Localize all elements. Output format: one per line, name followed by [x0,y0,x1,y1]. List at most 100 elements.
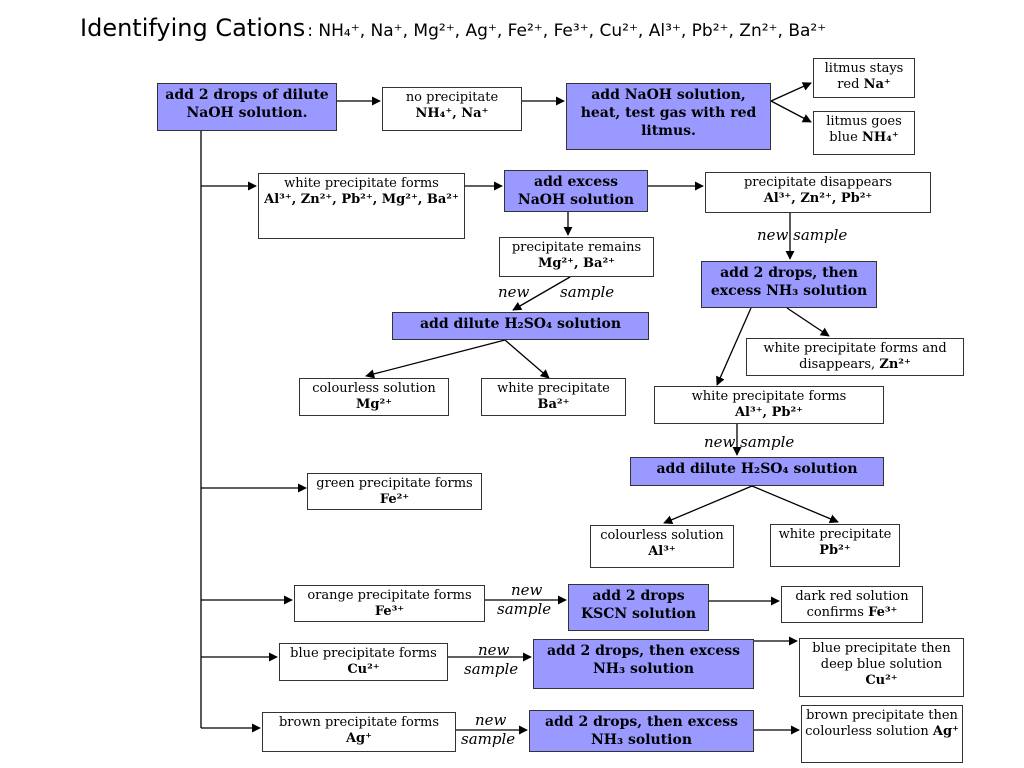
result-magnesium-text: colourless solution [312,381,436,396]
title-main: Identifying Cations [80,14,306,42]
page-title: Identifying Cations: NH₄⁺, Na⁺, Mg²⁺, Ag… [80,14,826,42]
result-precipitate-remains: precipitate remains Mg²⁺, Ba²⁺ [499,237,654,277]
result-silver-text: brown precipitate then colourless soluti… [805,708,959,740]
iron-iii-confirm-label: dark red solution confirms [795,589,909,620]
result-blue-precipitate-text: blue precipitate forms [290,646,437,661]
step-excess-nh3-ag: add 2 drops, then excess NH₃ solution [529,710,754,752]
result-no-precipitate: no precipitate NH₄⁺, Na⁺ [382,87,522,131]
result-copper-text: blue precipitate then deep blue solution [812,641,951,672]
result-lead-text: white precipitate [778,527,892,542]
step-add-dilute-naoh-text: add 2 drops of dilute NaOH solution. [165,87,329,121]
result-lead-ions: Pb²⁺ [819,543,851,558]
note-new-3-text: new [478,641,510,659]
note-new-4-text: new [475,711,507,729]
result-white-precipitate-alpb: white precipitate forms Al³⁺, Pb²⁺ [654,386,884,424]
result-green-precipitate: green precipitate forms Fe²⁺ [307,473,482,510]
result-green-precipitate-text: green precipitate forms [316,476,473,491]
result-iron-iii-confirm-text: dark red solution confirms Fe³⁺ [785,589,919,621]
step-excess-nh3-alznpb-text: add 2 drops, then excess NH₃ solution [710,265,868,299]
title-cation-list: : NH₄⁺, Na⁺, Mg²⁺, Ag⁺, Fe²⁺, Fe³⁺, Cu²⁺… [307,21,827,41]
step-excess-naoh: add excess NaOH solution [504,170,648,212]
result-no-precipitate-ions: NH₄⁺, Na⁺ [415,106,489,121]
result-white-precipitate-alpb-ions: Al³⁺, Pb²⁺ [734,405,804,420]
result-orange-precipitate-ions: Fe³⁺ [374,604,405,619]
result-aluminium-ions: Al³⁺ [648,544,676,559]
result-litmus-blue: litmus goes blue NH₄⁺ [813,111,915,155]
note-new-1-text: new [498,283,530,301]
result-brown-precipitate-ions: Ag⁺ [345,731,373,746]
note-new-4: new [475,711,506,729]
note-new-sample-1-text: new sample [757,226,848,244]
step-excess-nh3-cu-text: add 2 drops, then excess NH₃ solution [546,643,741,677]
step-kscn-text: add 2 drops KSCN solution [580,588,697,622]
result-blue-precipitate: blue precipitate forms Cu²⁺ [279,643,448,681]
result-orange-precipitate: orange precipitate forms Fe³⁺ [294,585,485,622]
result-silver: brown precipitate then colourless soluti… [801,705,963,763]
step-dilute-h2so4-alpb-text: add dilute H₂SO₄ solution [656,461,858,477]
zinc-result-label: white precipitate forms and disappears, [763,341,947,372]
result-white-precipitate-alpb-text: white precipitate forms [691,389,847,404]
result-zinc-text: white precipitate forms and disappears, … [750,341,960,373]
note-new-2: new [511,581,542,599]
silver-result-label: brown precipitate then colourless soluti… [805,708,958,739]
step-excess-nh3-ag-text: add 2 drops, then excess NH₃ solution [544,714,739,748]
step-heat-test-litmus: add NaOH solution, heat, test gas with r… [566,83,771,150]
result-lead: white precipitate Pb²⁺ [770,524,900,567]
result-blue-precipitate-ions: Cu²⁺ [347,662,380,677]
result-barium: white precipitate Ba²⁺ [481,378,626,416]
step-add-dilute-naoh: add 2 drops of dilute NaOH solution. [157,83,337,131]
result-iron-iii-confirm: dark red solution confirms Fe³⁺ [781,586,923,623]
note-sample-2-text: sample [497,600,552,618]
step-kscn: add 2 drops KSCN solution [568,584,709,631]
note-sample-4: sample [461,730,515,748]
result-white-precipitate-text: white precipitate forms [284,176,439,191]
result-precipitate-disappears-ions: Al³⁺, Zn²⁺, Pb²⁺ [763,191,873,206]
result-brown-precipitate-text: brown precipitate forms [278,715,440,730]
note-new-sample-2-text: new sample [704,433,795,451]
step-dilute-h2so4-mgba: add dilute H₂SO₄ solution [392,312,649,340]
litmus-blue-label: litmus goes blue [826,114,902,145]
note-new-sample-1: new sample [757,226,847,244]
note-sample-1: sample [560,283,614,301]
note-sample-1-text: sample [560,283,615,301]
zinc-result-ion: Zn²⁺ [879,357,911,372]
result-zinc: white precipitate forms and disappears, … [746,338,964,376]
litmus-red-label: litmus stays red [824,61,904,92]
result-precipitate-remains-text: precipitate remains [511,240,642,255]
step-excess-nh3-cu: add 2 drops, then excess NH₃ solution [533,639,754,689]
result-litmus-blue-text: litmus goes blue NH₄⁺ [817,114,911,146]
result-white-precipitate: white precipitate forms Al³⁺, Zn²⁺, Pb²⁺… [258,173,465,239]
note-sample-2: sample [497,600,551,618]
note-sample-3: sample [464,660,518,678]
note-new-3: new [478,641,509,659]
result-brown-precipitate: brown precipitate forms Ag⁺ [262,712,456,752]
result-litmus-red-text: litmus stays red Na⁺ [817,61,911,93]
step-heat-test-litmus-text: add NaOH solution, heat, test gas with r… [580,87,757,139]
result-copper-ions: Cu²⁺ [865,673,898,688]
result-aluminium-text: colourless solution [600,528,724,543]
result-green-precipitate-ions: Fe²⁺ [379,492,410,507]
result-barium-text: white precipitate [497,381,610,396]
silver-result-ion: Ag⁺ [932,724,959,739]
result-copper: blue precipitate then deep blue solution… [799,638,964,697]
result-precipitate-disappears-text: precipitate disappears [743,175,893,190]
litmus-blue-ion: NH₄⁺ [861,130,899,145]
note-sample-3-text: sample [464,660,519,678]
result-white-precipitate-ions: Al³⁺, Zn²⁺, Pb²⁺, Mg²⁺, Ba²⁺ [264,192,459,207]
note-new-2-text: new [511,581,543,599]
result-litmus-red: litmus stays red Na⁺ [813,58,915,98]
result-precipitate-remains-ions: Mg²⁺, Ba²⁺ [537,256,616,271]
result-no-precipitate-text: no precipitate [405,90,499,105]
result-orange-precipitate-text: orange precipitate forms [307,588,472,603]
step-dilute-h2so4-mgba-text: add dilute H₂SO₄ solution [419,316,622,332]
note-sample-4-text: sample [461,730,516,748]
step-dilute-h2so4-alpb: add dilute H₂SO₄ solution [630,457,884,486]
step-excess-nh3-alznpb: add 2 drops, then excess NH₃ solution [701,261,877,308]
result-barium-ions: Ba²⁺ [537,397,570,412]
step-excess-naoh-text: add excess NaOH solution [517,174,635,208]
note-new-sample-2: new sample [704,433,794,451]
litmus-red-ion: Na⁺ [863,77,891,92]
result-magnesium: colourless solution Mg²⁺ [299,378,449,416]
result-precipitate-disappears: precipitate disappears Al³⁺, Zn²⁺, Pb²⁺ [705,172,931,213]
